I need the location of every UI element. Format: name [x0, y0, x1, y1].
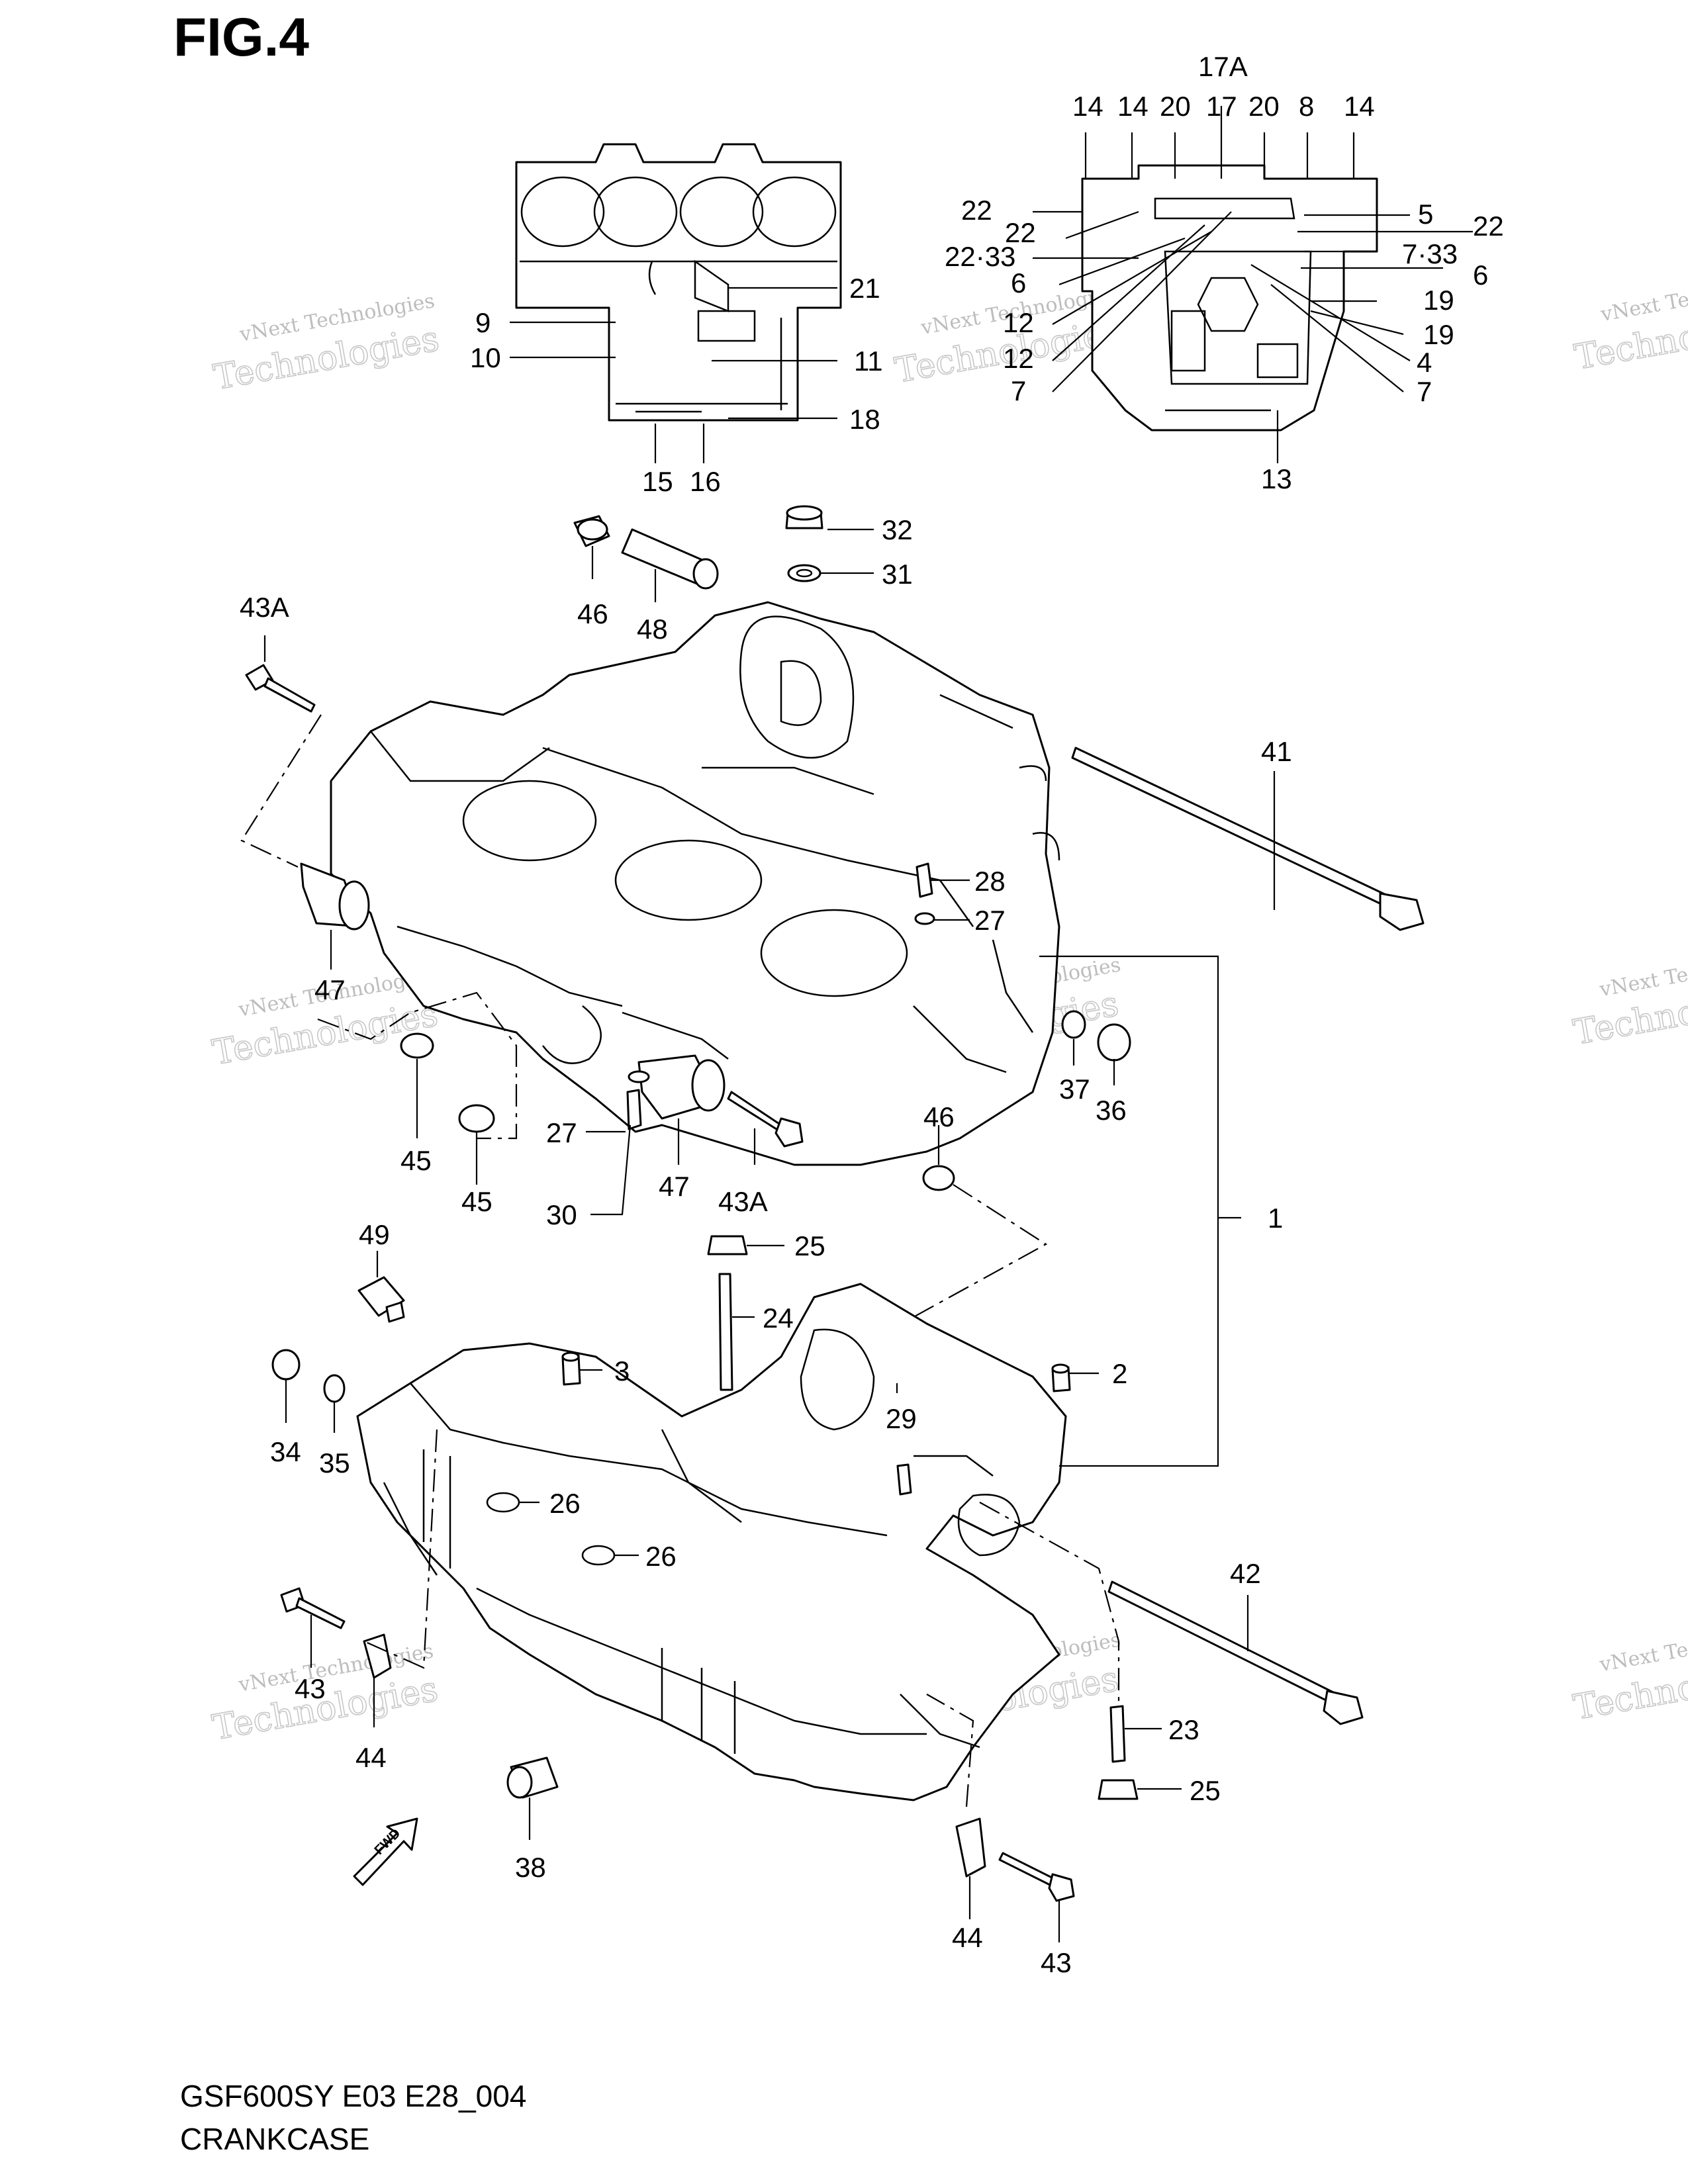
callout-label: 27	[546, 1117, 577, 1148]
callout-label: 44	[952, 1922, 983, 1953]
callout-label: 29	[886, 1403, 917, 1434]
callout-label: 24	[763, 1302, 794, 1334]
callout-label: 6	[1011, 267, 1026, 298]
callout-label: 3	[614, 1355, 630, 1387]
callout-label: 43	[295, 1673, 326, 1704]
inset-lower-crankcase-view	[1081, 164, 1378, 432]
callout-label: 27	[974, 905, 1006, 936]
inset-upper-crankcase-view	[515, 143, 842, 422]
callout-label: 38	[515, 1852, 546, 1883]
callout-label: 16	[690, 466, 721, 497]
callout-label: 22	[1473, 210, 1504, 242]
callout-label: 10	[470, 342, 501, 373]
callout-label: 35	[319, 1447, 350, 1479]
callout-label: 43A	[718, 1186, 768, 1217]
lower-crankcase	[356, 1283, 1067, 1801]
callout-label: 12	[1003, 307, 1034, 338]
callout-label: 25	[794, 1230, 825, 1261]
model-code: GSF600SY E03 E28_004	[180, 2079, 527, 2113]
callout-label: 13	[1261, 463, 1292, 494]
callout-label: 4	[1417, 347, 1432, 378]
callout-label: 15	[642, 466, 673, 497]
callout-label: 22	[1005, 217, 1036, 248]
callout-label: 36	[1096, 1095, 1127, 1126]
callout-label: 23	[1168, 1714, 1199, 1745]
callout-label: 17	[1206, 91, 1237, 122]
callout-label: 6	[1473, 259, 1488, 291]
callout-label: 34	[270, 1436, 301, 1467]
callout-label: 17A	[1198, 51, 1248, 82]
callout-label: 9	[475, 307, 491, 338]
callout-label: 19	[1423, 285, 1454, 316]
callout-label: 11	[854, 345, 883, 377]
callout-label: 31	[882, 559, 913, 590]
small-parts: FWD	[245, 505, 1425, 1902]
callout-label: 48	[637, 614, 668, 645]
watermark-text: vNext Technologies	[1597, 1619, 1688, 1676]
callout-label: 44	[355, 1742, 387, 1773]
diagram-caption: CRANKCASE	[180, 2122, 370, 2156]
callout-label: 47	[659, 1171, 690, 1202]
callout-label: 42	[1230, 1558, 1261, 1589]
callout-label: 19	[1423, 319, 1454, 350]
callout-label: 7	[1417, 376, 1432, 407]
callout-label: 20	[1248, 91, 1280, 122]
callout-label: 18	[849, 404, 880, 435]
callout-label: 14	[1117, 91, 1149, 122]
callout-label: 14	[1072, 91, 1103, 122]
callout-label: 5	[1418, 199, 1433, 230]
callout-label: 30	[546, 1199, 577, 1230]
callout-label: 49	[359, 1219, 390, 1250]
callout-label: 22	[961, 195, 992, 226]
callout-label: 45	[400, 1145, 432, 1176]
callout-label: 7	[1011, 375, 1026, 406]
callout-label: 26	[549, 1488, 581, 1519]
callout-label: 47	[314, 974, 346, 1005]
callout-label: 14	[1344, 91, 1375, 122]
callout-label: 46	[923, 1101, 955, 1132]
leader-lines	[240, 106, 1473, 1942]
callout-label: 7·33	[1402, 238, 1458, 269]
callout-label: 8	[1299, 91, 1314, 122]
figure-title: FIG.4	[173, 7, 310, 68]
callout-label: 25	[1190, 1775, 1221, 1806]
callout-label: 32	[882, 514, 913, 545]
callout-label: 43	[1041, 1947, 1072, 1978]
watermark-text: vNext Technologies	[1597, 944, 1688, 1001]
upper-crankcase	[330, 601, 1060, 1166]
callout-labels: 17A 14 14 20 17 20 8 14 22 22 22 22·33 6…	[240, 51, 1504, 1978]
callout-label: 28	[974, 866, 1006, 897]
callout-label: 2	[1112, 1358, 1127, 1389]
callout-label: 22·33	[945, 241, 1015, 272]
callout-label: 45	[461, 1186, 492, 1217]
callout-label: 1	[1268, 1203, 1283, 1234]
watermark-text: vNext Technologies	[1599, 269, 1688, 326]
callout-label: 20	[1160, 91, 1191, 122]
callout-label: 21	[849, 273, 880, 304]
callout-label: 41	[1261, 736, 1292, 767]
callout-label: 43A	[240, 592, 289, 623]
callout-label: 46	[577, 598, 608, 629]
callout-label: 37	[1059, 1073, 1090, 1105]
callout-label: 26	[645, 1541, 677, 1572]
callout-label: 12	[1003, 343, 1034, 374]
